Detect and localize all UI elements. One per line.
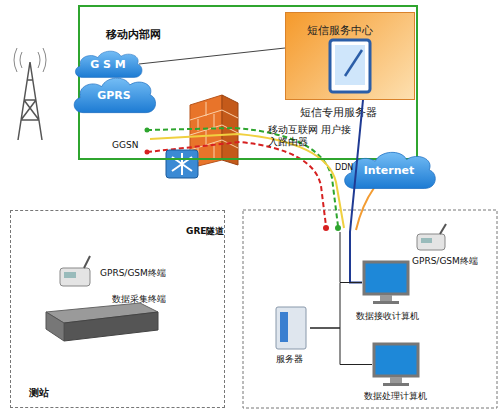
network-cloud: GPRS	[70, 74, 158, 116]
logger-top	[46, 303, 158, 323]
bus-line	[340, 232, 341, 282]
wire-dot	[335, 225, 341, 231]
node-title: 测站	[29, 387, 49, 399]
terminal-antenna	[440, 224, 446, 234]
tablet-pen	[345, 50, 362, 76]
monitor-base	[373, 301, 399, 304]
server-body	[276, 307, 306, 349]
node-title: 移动内部网	[106, 29, 161, 42]
network-cloud: G S M	[72, 48, 144, 80]
node-title: 服务器	[276, 354, 303, 364]
node-title: 数据处理计算机	[364, 391, 427, 401]
node-title: G S M	[72, 59, 144, 72]
tablet-icon	[330, 40, 370, 92]
wire-dot	[145, 150, 150, 155]
node-title: 数据采集终端	[112, 294, 166, 304]
node-title: 短信服务中心	[307, 25, 373, 38]
terminal-device: GPRS/GSM终端	[56, 254, 96, 290]
network-region: 移动内部网G S MGPRS短信服务中心短信专用服务器	[78, 5, 418, 160]
monitor-stand	[390, 377, 402, 383]
sms-center-box: 短信服务中心短信专用服务器	[285, 12, 415, 100]
connector-line	[310, 328, 372, 365]
logger-icon	[46, 303, 158, 341]
monitor-screen	[374, 344, 418, 376]
tablet-screen	[335, 45, 365, 85]
terminal-icon	[417, 224, 446, 250]
terminal-icon	[60, 256, 90, 286]
internet-cloud: Internet	[340, 148, 438, 192]
logger-device: 数据采集终端	[44, 300, 160, 344]
computer-device: 数据处理计算机	[372, 342, 420, 387]
red-wire	[147, 142, 326, 226]
monitor-stand	[380, 295, 392, 301]
logger-side	[46, 312, 64, 341]
tablet-frame	[330, 40, 370, 92]
router-body	[166, 150, 198, 178]
computer-device: 数据接收计算机	[362, 260, 410, 305]
connector-line	[139, 48, 285, 64]
radio-waves	[14, 48, 46, 72]
connector-line	[350, 100, 363, 283]
node-title: GPRS/GSM终端	[100, 268, 166, 278]
terminal-body	[60, 268, 90, 286]
firewall-side	[222, 95, 238, 165]
router-label: 移动互联网 用户接入路由器	[268, 124, 352, 147]
device-label: GGSN	[112, 140, 138, 150]
link-label: DDN	[335, 163, 353, 172]
monitor-icon	[364, 262, 408, 304]
connector-line	[310, 283, 362, 329]
node-title: GPRS/GSM终端	[412, 256, 478, 266]
terminal-body	[417, 234, 445, 250]
router-arrows	[172, 153, 192, 175]
station-box: 测站 GPRS/GSM终端数据采集终端	[10, 210, 225, 408]
server-panel	[280, 312, 288, 342]
radio-tower	[14, 48, 46, 140]
terminal-panel	[64, 272, 76, 278]
monitor-screen	[364, 262, 408, 294]
wire-dot	[323, 225, 329, 231]
router-icon	[166, 150, 198, 178]
node-title: Internet	[340, 165, 438, 178]
terminal-device: GPRS/GSM终端	[414, 224, 450, 252]
site-box	[243, 210, 497, 408]
wire-dot	[145, 128, 150, 133]
monitor-icon	[374, 344, 418, 386]
terminal-panel	[421, 238, 432, 243]
tunnel-label: GRE隧道	[186, 226, 224, 236]
logger-front	[64, 312, 158, 341]
monitor-base	[383, 383, 409, 386]
orange-wire	[356, 188, 374, 230]
server-icon	[276, 307, 306, 349]
tower-frame	[18, 62, 42, 140]
server-device: 服务器	[274, 305, 310, 351]
node-title: GPRS	[70, 90, 158, 103]
green-wire	[147, 128, 338, 226]
node-caption: 短信专用服务器	[300, 107, 377, 120]
terminal-antenna	[84, 256, 90, 268]
node-title: 数据接收计算机	[356, 311, 419, 321]
